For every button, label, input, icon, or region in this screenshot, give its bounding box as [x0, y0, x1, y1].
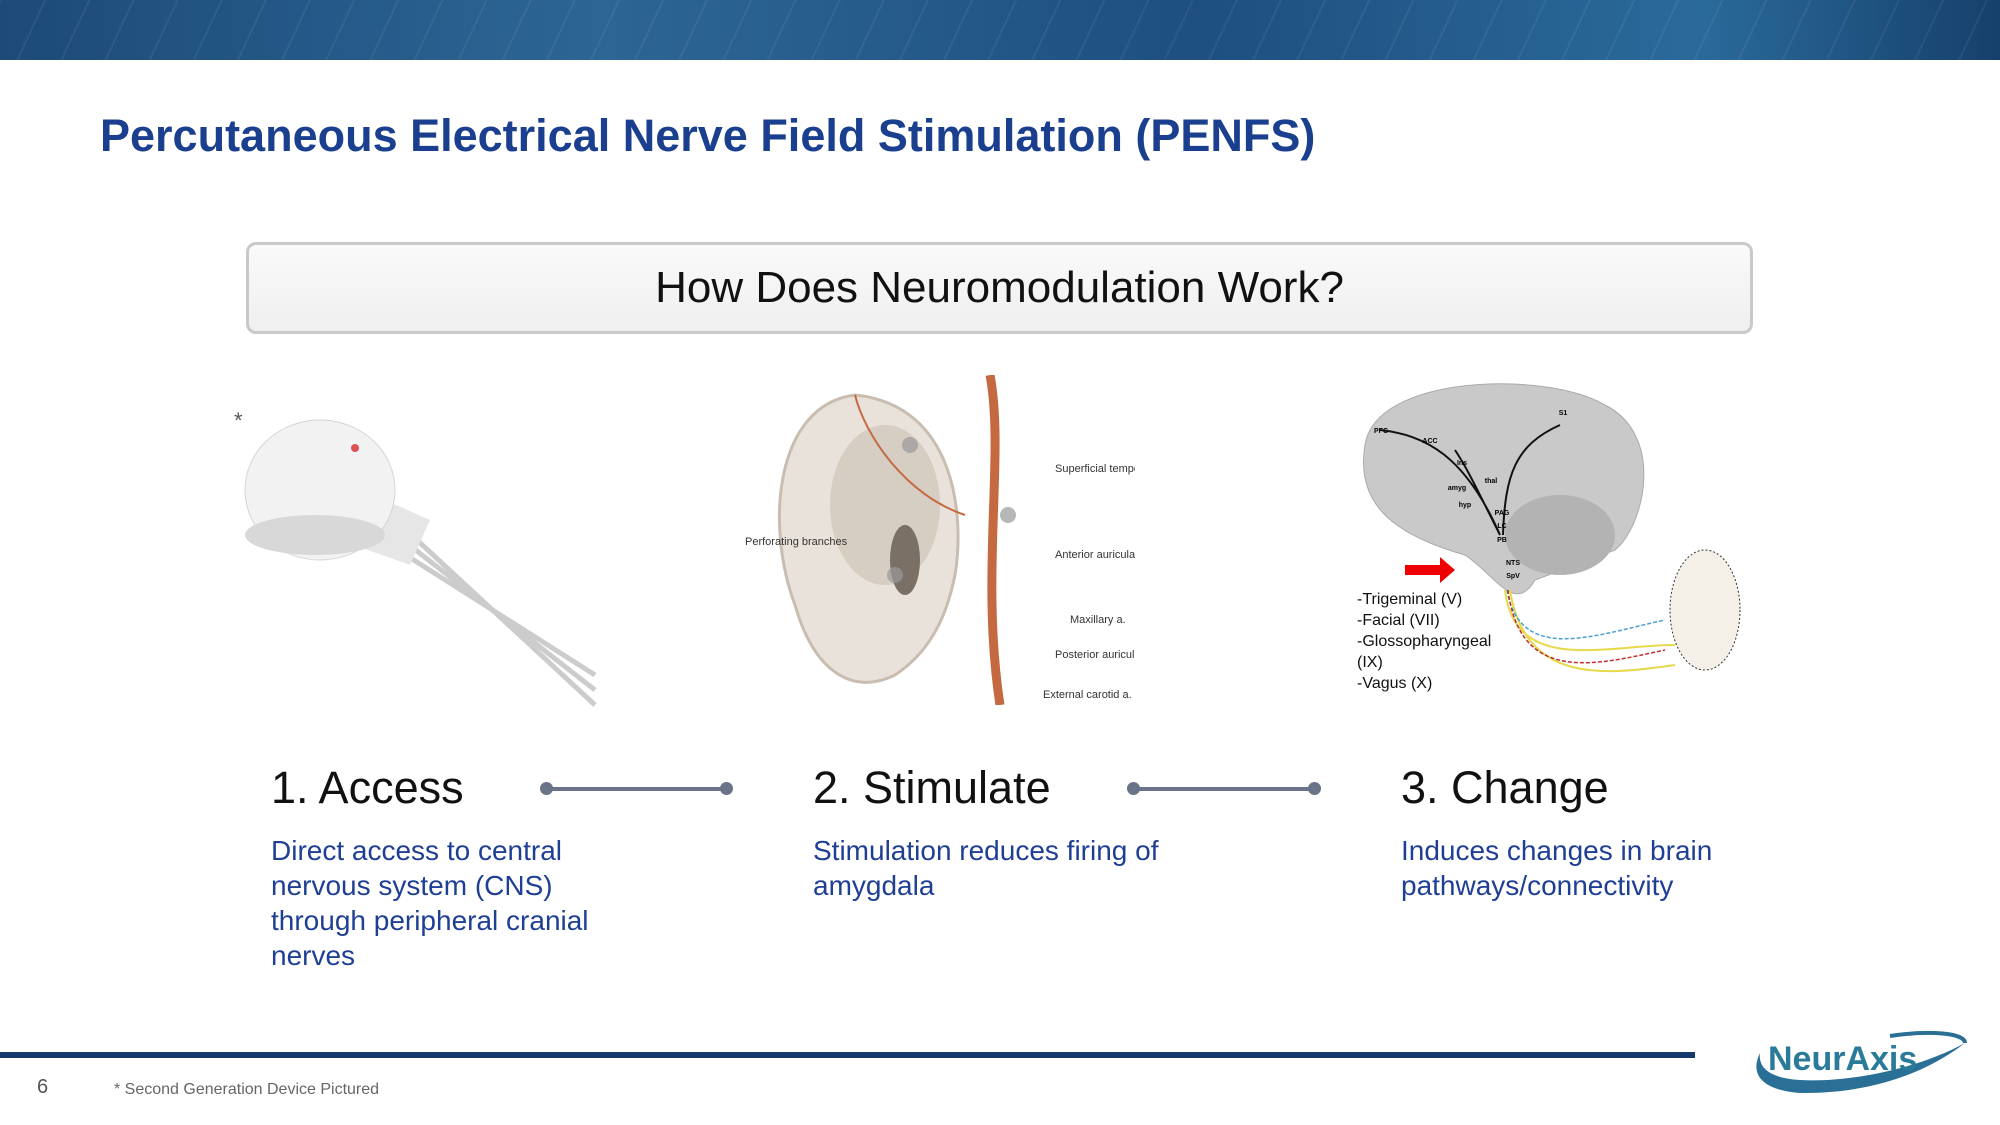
nerve-label: -Facial (VII) [1357, 612, 1440, 629]
device-image [244, 419, 597, 707]
footnote: * Second Generation Device Pictured [114, 1081, 380, 1098]
brain-node: ACC [1422, 438, 1437, 445]
brain-node: Ins [1457, 460, 1467, 467]
nerve-label: -Vagus (X) [1357, 675, 1432, 692]
brain-node: SpV [1506, 573, 1520, 580]
brain-node: thal [1485, 478, 1498, 485]
nerve-label: -Glossopharyngeal [1357, 633, 1491, 650]
header-banner [0, 0, 2000, 60]
page-number: 6 [37, 1076, 49, 1098]
brain-node: PB [1497, 537, 1507, 544]
ear-label-anterior: Anterior auricular aa. [1055, 549, 1135, 561]
page-title: Percutaneous Electrical Nerve Field Stim… [100, 110, 1316, 161]
step-stimulate-heading: 2. Stimulate [813, 762, 1051, 813]
question-text: How Does Neuromodulation Work? [655, 263, 1344, 312]
step-change-desc: Induces changes in brain pathways/connec… [1401, 835, 1713, 901]
footer-rule [0, 1052, 1695, 1058]
ear-label-perforating: Perforating branches [745, 536, 848, 548]
connector-2 [1127, 782, 1321, 795]
brain-node: PAG [1495, 510, 1510, 517]
step-stimulate-desc: Stimulation reduces firing of amygdala [813, 835, 1159, 901]
ear-anatomy-image: Superficial temporal a. Perforating bran… [745, 375, 1135, 705]
brain-node: NTS [1506, 560, 1520, 567]
ear-label-posterior: Posterior auricular a. [1055, 649, 1135, 661]
ear-label-external: External carotid a. [1043, 689, 1132, 701]
brain-node: S1 [1559, 410, 1568, 417]
device-asterisk: * [234, 408, 243, 433]
step-change-heading: 3. Change [1401, 762, 1609, 813]
brain-node: LC [1497, 523, 1506, 530]
question-box: How Does Neuromodulation Work? [246, 242, 1753, 334]
step-access-desc: Direct access to central nervous system … [271, 835, 589, 971]
step-access-heading: 1. Access [271, 762, 464, 813]
brain-pathway-image: PFC ACC Ins thal amyg hyp PAG LC PB NTS … [1357, 383, 1741, 692]
brain-node: amyg [1448, 485, 1466, 492]
nerve-label: -Trigeminal (V) [1357, 591, 1462, 608]
ear-label-superficial: Superficial temporal a. [1055, 463, 1135, 475]
neuraxis-logo: NeurAxis [1756, 1030, 1967, 1094]
ear-label-maxillary: Maxillary a. [1070, 614, 1126, 626]
connector-1 [540, 782, 733, 795]
svg-text:NeurAxis: NeurAxis [1768, 1040, 1917, 1078]
brain-node: hyp [1459, 502, 1471, 509]
nerve-label: (IX) [1357, 654, 1383, 671]
brain-node: PFC [1374, 428, 1388, 435]
